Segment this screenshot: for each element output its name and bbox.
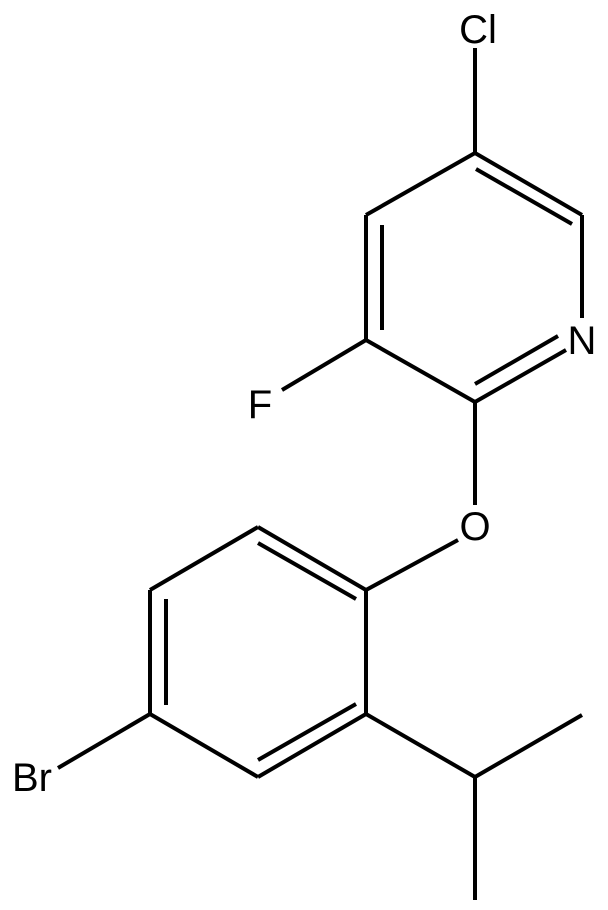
isopropyl-group (364, 712, 584, 900)
bond-c5-c6 (473, 151, 584, 217)
bond-ch-methyl-upper (473, 713, 584, 779)
bond-c1prime-c6prime-inner (257, 541, 357, 601)
bond-c3-f (280, 338, 368, 392)
bond-c6prime-c5prime (148, 525, 260, 592)
bond-c4prime-br (56, 712, 152, 770)
bond-c2-c3 (365, 338, 476, 404)
bond-n1-c2-inner (473, 334, 560, 386)
fluorine-label: F (248, 383, 272, 427)
bond-c4prime-c3prime (148, 712, 260, 779)
benzene-ring (148, 525, 368, 779)
bond-c5-c6-inner (475, 167, 573, 226)
oxygen-label: O (459, 505, 490, 549)
bromine-label: Br (12, 756, 52, 800)
bond-c3prime-c2prime (256, 712, 368, 779)
bond-n1-c2 (474, 348, 567, 404)
nitrogen-label: N (568, 319, 597, 363)
bond-c3prime-c2prime-inner (257, 702, 357, 762)
pyridine-ring (364, 151, 584, 404)
bond-c2prime-ch (364, 712, 477, 779)
chlorine-label: Cl (459, 8, 497, 52)
bond-c1prime-c6prime (256, 525, 368, 592)
bond-o-c1prime (365, 538, 459, 592)
bond-c5-c4 (365, 151, 476, 217)
